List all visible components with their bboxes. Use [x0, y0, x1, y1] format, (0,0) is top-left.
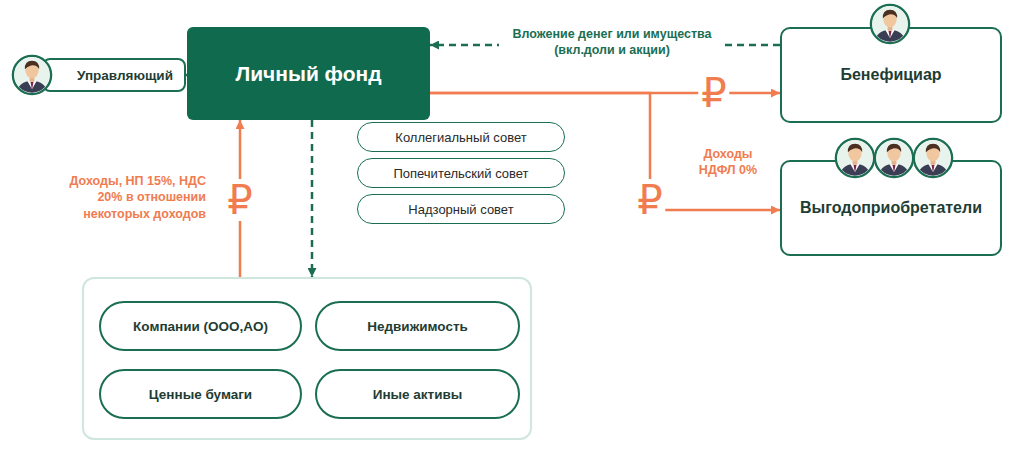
- node-label: Бенефициар: [840, 66, 941, 84]
- note-label: Доходы НДФЛ 0%: [690, 146, 766, 179]
- node-label: Ценные бумаги: [149, 387, 252, 402]
- node-label: Выгодоприобретатели: [800, 199, 982, 217]
- asset-pill: Ценные бумаги: [99, 369, 302, 419]
- currency-sign: ₽: [634, 179, 665, 221]
- connector: [311, 120, 314, 277]
- person-icon: [914, 139, 952, 181]
- person-icon: [13, 56, 51, 98]
- person-icon: [836, 139, 874, 181]
- council-pill: Попечительский совет: [357, 158, 565, 188]
- council-pill: Коллегиальный совет: [357, 122, 565, 152]
- currency-sign: ₽: [224, 179, 255, 221]
- node-label: Личный фонд: [235, 62, 381, 86]
- currency-sign: ₽: [698, 72, 729, 114]
- asset-pill: Иные активы: [315, 369, 520, 419]
- note-label: Доходы, НП 15%, НДС 20% в отношении неко…: [46, 173, 206, 222]
- manager-box: Управляющий: [42, 58, 186, 92]
- node-label: Надзорный совет: [408, 202, 513, 217]
- node-label: Иные активы: [373, 387, 463, 402]
- node-label: Компании (ООО,АО): [133, 319, 268, 334]
- asset-pill: Недвижимость: [315, 301, 520, 351]
- node-label: Попечительский совет: [393, 166, 528, 181]
- beneficiaries-box: Выгодоприобретатели: [780, 160, 1002, 256]
- council-pill: Надзорный совет: [357, 194, 565, 224]
- node-label: Коллегиальный совет: [395, 130, 526, 145]
- node-label: Недвижимость: [367, 319, 468, 334]
- fund-box: Личный фонд: [187, 27, 430, 120]
- edge-label: Вложение денег или имущества (вкл.доли и…: [499, 25, 725, 60]
- assets-panel: Компании (ООО,АО) НедвижимостьЦенные бума…: [82, 277, 532, 440]
- asset-pill: Компании (ООО,АО): [99, 301, 302, 351]
- person-icon: [875, 139, 913, 181]
- node-label: Управляющий: [77, 68, 173, 83]
- person-icon: [871, 5, 909, 47]
- beneficiary-box: Бенефициар: [780, 27, 1002, 123]
